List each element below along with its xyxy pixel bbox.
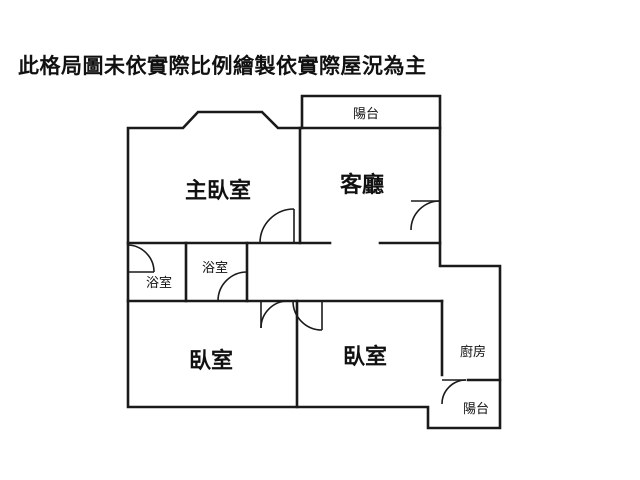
door-living-arc <box>410 200 441 231</box>
door-bath2-arc <box>217 271 248 302</box>
door-swings <box>127 200 467 405</box>
room-label-master-bedroom: 主臥室 <box>185 178 251 204</box>
door-bedroom2-arc <box>292 300 323 331</box>
room-label-bedroom-1: 臥室 <box>189 348 233 374</box>
room-label-bedroom-2: 臥室 <box>343 344 387 370</box>
outer-wall-outline <box>126 94 502 430</box>
room-label-bath-1: 浴室 <box>146 275 172 291</box>
door-balcony-arc <box>441 379 467 405</box>
interior-walls <box>126 126 502 409</box>
room-label-living-room: 客廳 <box>340 172 384 198</box>
room-label-balcony-top: 陽台 <box>353 107 379 122</box>
door-bath1-arc <box>127 244 155 273</box>
outer-walls <box>126 94 502 430</box>
room-label-balcony-bottom: 陽台 <box>463 402 489 417</box>
door-master-arc <box>259 208 295 244</box>
room-label-kitchen: 廚房 <box>460 344 486 360</box>
disclaimer-note: 此格局圖未依實際比例繪製依實際屋況為主 <box>18 54 427 78</box>
room-labels: 陽台 主臥室 客廳 浴室 浴室 臥室 臥室 廚房 陽台 <box>146 107 489 417</box>
room-label-bath-2: 浴室 <box>202 260 228 276</box>
door-bedroom1-arc <box>260 300 289 329</box>
